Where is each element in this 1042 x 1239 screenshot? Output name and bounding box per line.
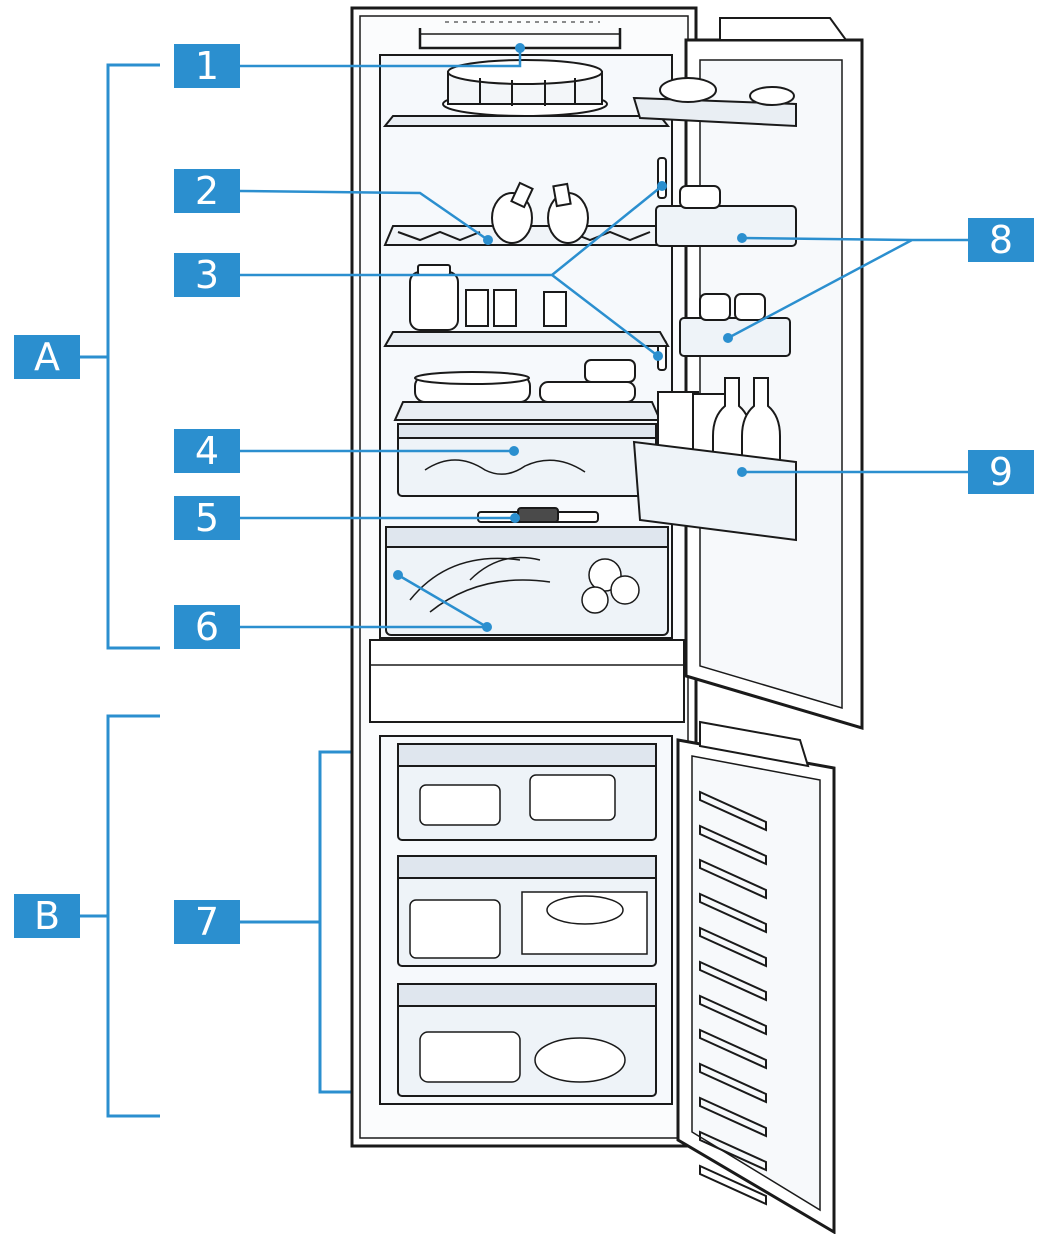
bottle-shelf[interactable]: [632, 377, 797, 542]
bottles-lying: [491, 181, 589, 244]
leader-3: [240, 185, 663, 357]
freezer-door-ribs: [699, 790, 767, 1206]
door-rib: [699, 824, 767, 866]
leader-dots: [393, 43, 747, 632]
zone-label-a[interactable]: A: [14, 335, 80, 379]
zone-label-b[interactable]: B: [14, 894, 80, 938]
door-rib: [699, 858, 767, 900]
shelf-top: [382, 115, 671, 127]
callout-6[interactable]: 6: [174, 605, 240, 649]
callout-1[interactable]: 1: [174, 44, 240, 88]
zone-bracket-b: [80, 714, 160, 1118]
freezer-drawer-bottom[interactable]: [397, 983, 657, 1097]
zone-bracket-a: [80, 63, 160, 650]
freezer-drawer-top[interactable]: [397, 743, 657, 841]
shelf-middle: [383, 331, 670, 347]
callout-8[interactable]: 8: [968, 218, 1034, 262]
door-rib: [699, 1028, 767, 1070]
plates-dishes: [414, 359, 636, 403]
door-rib: [699, 892, 767, 934]
freezer-drawer-middle[interactable]: [397, 855, 657, 967]
chiller-drawer[interactable]: [397, 423, 657, 497]
door-rib: [699, 1164, 767, 1206]
freezer-door: [676, 720, 836, 1235]
callout-7[interactable]: 7: [174, 900, 240, 944]
door-rib: [699, 790, 767, 832]
bracket-7: [240, 750, 372, 1094]
callout-9[interactable]: 9: [968, 450, 1034, 494]
shelf-lower: [393, 401, 662, 421]
callout-3[interactable]: 3: [174, 253, 240, 297]
callout-5[interactable]: 5: [174, 496, 240, 540]
vegetable-container[interactable]: [385, 526, 669, 636]
door-rib: [699, 1062, 767, 1104]
door-shelf-top: [632, 77, 797, 128]
door-rib: [699, 994, 767, 1036]
door-rib: [699, 1096, 767, 1138]
cake-plate: [442, 59, 608, 117]
leader-8: [727, 236, 970, 340]
callout-4[interactable]: 4: [174, 429, 240, 473]
door-rib: [699, 960, 767, 1002]
humidity-control[interactable]: [477, 507, 599, 523]
jars-cups: [409, 264, 567, 331]
callout-2[interactable]: 2: [174, 169, 240, 213]
door-rib: [699, 1130, 767, 1172]
door-racks[interactable]: [655, 185, 797, 357]
leader-2: [239, 189, 489, 242]
door-rib: [699, 926, 767, 968]
leader-1: [240, 48, 522, 68]
